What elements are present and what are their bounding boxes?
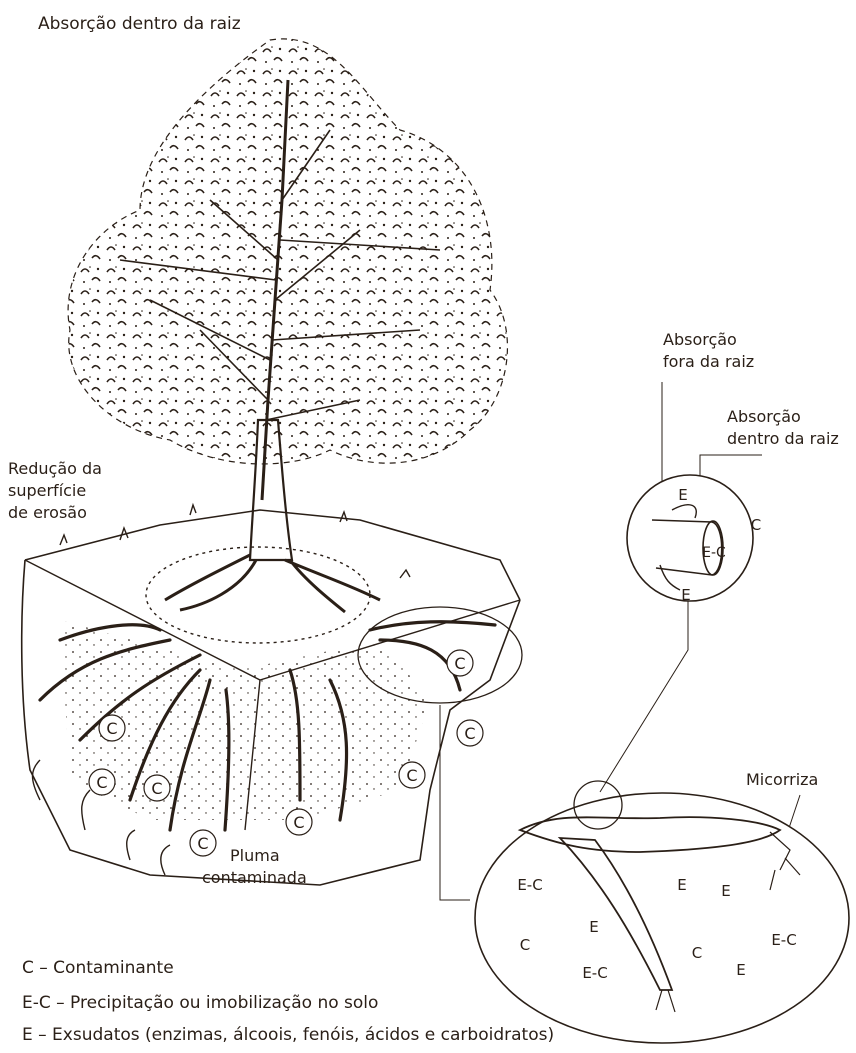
contaminant-marker: C	[520, 936, 530, 954]
contaminant-marker: C	[751, 516, 761, 534]
contaminant-marker: C	[96, 773, 107, 792]
precipitation-marker: E-C	[771, 931, 796, 949]
soil-block	[22, 505, 522, 885]
exudate-marker: E	[589, 918, 598, 936]
legend-precipitation: E-C – Precipitação ou imobilização no so…	[22, 992, 378, 1014]
contaminant-marker: C	[293, 813, 304, 832]
exudate-marker: E	[677, 876, 686, 894]
contaminant-marker: C	[106, 719, 117, 738]
exudate-marker: E	[681, 586, 690, 604]
label-outside-root-line-1: Absorção	[663, 330, 737, 350]
contaminant-marker: C	[464, 724, 475, 743]
zoom-connector	[600, 598, 688, 792]
label-top-absorption: Absorção dentro da raiz	[38, 14, 241, 34]
contaminant-marker: C	[406, 766, 417, 785]
contaminant-marker: C	[151, 779, 162, 798]
root-detail-circle: E C E-C E	[627, 475, 761, 604]
label-plume-line-1: Pluma	[230, 846, 280, 866]
tree-canopy	[68, 39, 507, 500]
precipitation-marker: E-C	[517, 876, 542, 894]
label-micorriza: Micorriza	[746, 770, 818, 790]
exudate-marker: E	[721, 882, 730, 900]
mycorrhiza-detail-ellipse: E-C E E E E-C C C E-C E	[475, 781, 849, 1043]
label-outside-root-line-2: fora da raiz	[663, 352, 754, 372]
contaminant-marker: C	[197, 834, 208, 853]
legend-contaminant: C – Contaminante	[22, 957, 174, 979]
contaminant-marker: C	[454, 654, 465, 673]
label-erosion-line-3: de erosão	[8, 503, 87, 523]
exudate-marker: E	[736, 961, 745, 979]
label-inside-root-line-2: dentro da raiz	[727, 429, 839, 449]
precipitation-marker: E-C	[702, 545, 726, 561]
precipitation-marker: E-C	[582, 964, 607, 982]
label-erosion-line-2: superfície	[8, 481, 86, 501]
exudate-marker: E	[678, 486, 687, 504]
label-erosion-line-1: Redução da	[8, 459, 102, 479]
label-plume-line-2: contaminada	[202, 868, 307, 888]
label-inside-root-line-1: Absorção	[727, 407, 801, 427]
contaminant-marker: C	[692, 944, 702, 962]
legend-exudates: E – Exsudatos (enzimas, álcoois, fenóis,…	[22, 1024, 554, 1046]
